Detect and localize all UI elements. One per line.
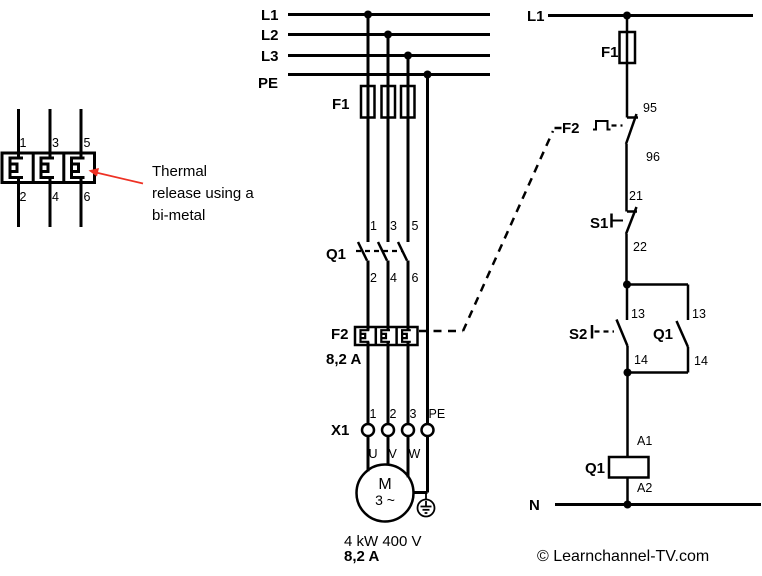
control-N-label: N bbox=[529, 497, 540, 514]
control-F2-label: F2 bbox=[562, 120, 580, 137]
q1aux-terminal: 14 bbox=[694, 354, 708, 368]
bimetal-box bbox=[0, 151, 96, 184]
fuse-F1-phase3 bbox=[399, 84, 416, 119]
control-circuit: L1 F1 95 F2 96 21 S1 22 13 13 S2 bbox=[527, 8, 761, 514]
contactor-Q1-label: Q1 bbox=[326, 246, 346, 263]
bimetal-element-icon bbox=[359, 329, 370, 343]
x1-terminal: 2 bbox=[390, 407, 397, 421]
detail-terminal: 5 bbox=[84, 136, 91, 150]
detail-terminal: 3 bbox=[52, 136, 59, 150]
q1-contact-blade bbox=[356, 241, 369, 262]
fuse-F1-label: F1 bbox=[332, 96, 350, 113]
coil-terminal: A2 bbox=[637, 481, 652, 495]
coil-terminal: A1 bbox=[637, 434, 652, 448]
copyright-text: © Learnchannel-TV.com bbox=[537, 548, 709, 565]
terminal-strip-X1-label: X1 bbox=[331, 422, 349, 439]
bus-label-L1: L1 bbox=[261, 7, 279, 24]
q1aux-terminal: 13 bbox=[692, 307, 706, 321]
control-fuse-F1 bbox=[618, 30, 637, 65]
earth-ground-icon bbox=[416, 492, 436, 518]
motor-terminal: V bbox=[389, 447, 398, 461]
thermal-actuator-icon bbox=[593, 120, 611, 131]
terminal-circle bbox=[400, 422, 416, 438]
bus-label-L3: L3 bbox=[261, 48, 279, 65]
annotation-arrow-line bbox=[95, 171, 144, 185]
q1-terminal: 1 bbox=[370, 219, 377, 233]
s1-terminal: 21 bbox=[629, 189, 643, 203]
annotation-arrow-head bbox=[88, 168, 99, 177]
q1-terminal: 3 bbox=[390, 219, 397, 233]
stop-button-S1-label: S1 bbox=[590, 215, 608, 232]
overload-F2-box bbox=[353, 325, 419, 347]
f2-contact-blade bbox=[624, 113, 638, 145]
s1-terminal: 22 bbox=[633, 240, 647, 254]
contactor-coil-Q1 bbox=[607, 455, 650, 479]
motor-terminal: W bbox=[409, 447, 421, 461]
s2-terminal: 14 bbox=[634, 353, 648, 367]
motor-circle bbox=[355, 463, 415, 523]
q1-contact-blade bbox=[376, 241, 389, 262]
q1-aux-contact-blade bbox=[675, 320, 690, 348]
control-fuse-F1-label: F1 bbox=[601, 44, 619, 61]
bimetal-element-icon bbox=[401, 329, 411, 343]
x1-terminal: 3 bbox=[410, 407, 417, 421]
power-circuit: L1 L2 L3 PE F1 1 3 5 Q1 2 4 6 bbox=[258, 7, 562, 565]
motor-terminal: U bbox=[369, 447, 378, 461]
bimetal-element-icon bbox=[8, 156, 23, 179]
f2-terminal: 95 bbox=[643, 101, 657, 115]
annotation-line-3: bi-metal bbox=[152, 207, 205, 224]
fuse-F1-phase1 bbox=[359, 84, 376, 119]
control-L1-label: L1 bbox=[527, 8, 545, 25]
bimetal-element-icon bbox=[39, 156, 54, 179]
trip-link-dashed bbox=[461, 130, 555, 332]
motor-phase-type: 3 ~ bbox=[375, 492, 395, 508]
motor-rating-power: 4 kW 400 V bbox=[344, 533, 422, 550]
q1-terminal: 6 bbox=[412, 271, 419, 285]
terminal-circle bbox=[380, 422, 396, 438]
start-button-S2-label: S2 bbox=[569, 326, 587, 343]
motor-letter: M bbox=[378, 476, 391, 493]
overload-current-rating: 8,2 A bbox=[326, 351, 361, 368]
bimetal-element-icon bbox=[380, 329, 390, 343]
bus-label-L2: L2 bbox=[261, 27, 279, 44]
terminal-circle bbox=[360, 422, 376, 438]
fuse-F1-phase2 bbox=[380, 84, 397, 119]
annotation-line-2: release using a bbox=[152, 185, 254, 202]
annotation-line-1: Thermal bbox=[152, 163, 207, 180]
q1-terminal: 4 bbox=[390, 271, 397, 285]
motor-rating-current: 8,2 A bbox=[344, 548, 379, 565]
s2-contact-blade bbox=[615, 319, 629, 347]
s1-contact-blade bbox=[624, 206, 638, 235]
overload-F2-label: F2 bbox=[331, 326, 349, 343]
bimetal-element-icon bbox=[70, 156, 85, 179]
detail-terminal: 6 bbox=[84, 190, 91, 204]
coil-Q1-label: Q1 bbox=[585, 460, 605, 477]
q1-terminal: 5 bbox=[412, 219, 419, 233]
x1-terminal: PE bbox=[429, 407, 446, 421]
detail-terminal: 2 bbox=[20, 190, 27, 204]
bus-label-PE: PE bbox=[258, 75, 278, 92]
aux-contact-Q1-label: Q1 bbox=[653, 326, 673, 343]
detail-terminal: 4 bbox=[52, 190, 59, 204]
thermal-release-detail-symbol: 1 3 5 2 4 6 Thermal release using a bi-m… bbox=[0, 109, 254, 227]
detail-terminal: 1 bbox=[20, 136, 27, 150]
q1-terminal: 2 bbox=[370, 271, 377, 285]
x1-terminal: 1 bbox=[370, 407, 377, 421]
s2-terminal: 13 bbox=[631, 307, 645, 321]
f2-terminal: 96 bbox=[646, 150, 660, 164]
terminal-circle bbox=[420, 422, 435, 438]
